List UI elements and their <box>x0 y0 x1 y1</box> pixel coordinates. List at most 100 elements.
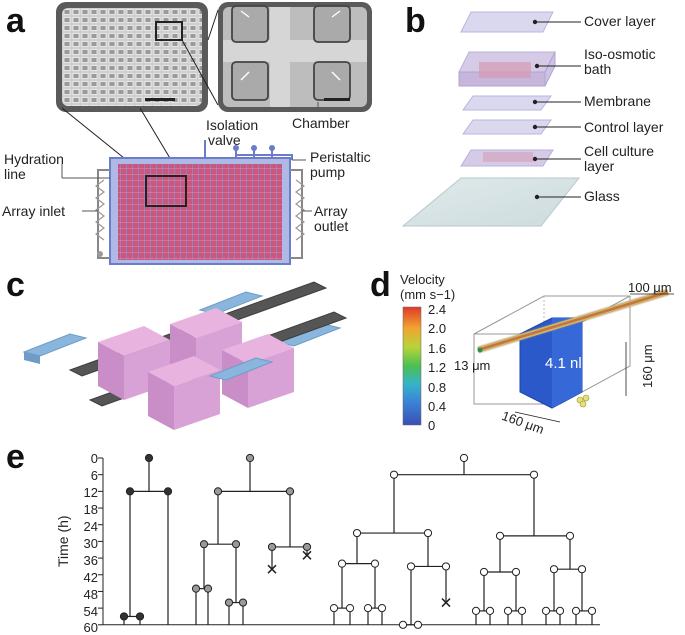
y-tick-18: 18 <box>83 502 98 517</box>
panel-d-diagram <box>402 288 674 426</box>
cell-node <box>363 604 373 613</box>
y-tick-24: 24 <box>83 519 98 534</box>
cell-death-mark <box>267 564 277 574</box>
cell-node <box>329 604 339 613</box>
cell-node <box>119 612 129 621</box>
hydration-line-label: Hydration line <box>4 152 64 182</box>
chamber-label: Chamber <box>292 115 350 131</box>
panel-label-b: b <box>405 2 426 40</box>
layer-label-glass: Glass <box>584 188 620 204</box>
cell-death-mark <box>302 550 312 560</box>
isolation-valve-line1: Isolation <box>206 117 259 133</box>
cell-node <box>517 606 527 616</box>
panel-b-diagram <box>401 11 581 227</box>
colorbar-tick-2-0: 2.0 <box>428 321 447 336</box>
cell-node <box>471 606 481 616</box>
cell-node <box>135 612 145 621</box>
cell-node <box>125 487 135 496</box>
cell-node <box>224 598 234 607</box>
cell-node <box>423 528 433 538</box>
layer-label-bath-line1: Iso-osmotic <box>584 46 656 62</box>
y-tick-48: 48 <box>83 587 98 602</box>
cell-node <box>479 567 489 577</box>
cell-node <box>406 562 416 571</box>
peristaltic-pump-label: Peristaltic pump <box>310 150 371 180</box>
cell-node <box>285 487 295 496</box>
cell-node <box>511 567 521 577</box>
cell-node <box>413 620 423 629</box>
cell-node <box>485 606 495 616</box>
cell-node <box>503 606 513 616</box>
cell-node <box>199 540 209 549</box>
cell-node <box>541 606 551 616</box>
hydration-line-line1: Hydration <box>4 151 64 167</box>
array-outlet-label: Array outlet <box>314 204 348 234</box>
cell-node <box>302 542 312 552</box>
cell-node <box>213 487 223 496</box>
cell-node <box>549 565 559 574</box>
cell-node <box>459 453 469 463</box>
panel-label-a: a <box>6 2 25 40</box>
y-tick-6: 6 <box>90 468 98 483</box>
layer-label-cell-culture: Cell culture layer <box>584 144 654 174</box>
cell-node <box>267 542 277 552</box>
panel-label-d: d <box>370 266 391 304</box>
y-tick-60: 60 <box>83 620 98 635</box>
colorbar-tick-1-2: 1.2 <box>428 360 447 375</box>
cell-node <box>389 470 399 479</box>
cell-node <box>577 565 587 574</box>
cell-node <box>144 453 154 463</box>
cell-node <box>571 606 581 616</box>
layer-label-bath: Iso-osmotic bath <box>584 47 656 77</box>
y-tick-36: 36 <box>83 553 98 568</box>
cell-node <box>587 606 597 616</box>
colorbar-tick-0-8: 0.8 <box>428 380 447 395</box>
cell-node <box>238 598 248 607</box>
cell-node <box>529 470 539 479</box>
cell-node <box>163 487 173 496</box>
array-outlet-line2: outlet <box>314 218 349 234</box>
cell-node <box>565 531 575 540</box>
colorbar-tick-1-6: 1.6 <box>428 341 447 356</box>
cell-node <box>352 528 362 538</box>
colorbar-tick-0-4: 0.4 <box>428 399 447 414</box>
layer-label-control: Control layer <box>584 119 664 135</box>
colorbar-title: Velocity (mm s−1) <box>400 272 455 302</box>
layer-label-cell-culture-line2: layer <box>584 158 615 174</box>
cell-node <box>555 606 565 616</box>
layer-label-bath-line2: bath <box>584 61 612 77</box>
cell-node <box>245 453 255 463</box>
colorbar-title-line1: Velocity <box>400 272 445 287</box>
cell-node <box>377 604 387 613</box>
layer-label-membrane: Membrane <box>584 93 651 109</box>
dimension-right: 160 μm <box>640 344 655 388</box>
isolation-valve-line2: valve <box>208 132 241 148</box>
y-tick-0: 0 <box>90 451 98 466</box>
cell-node <box>231 540 241 549</box>
panel-label-c: c <box>6 266 25 304</box>
peristaltic-pump-line1: Peristaltic <box>310 149 371 165</box>
panel-c-diagram <box>22 281 348 430</box>
dimension-left: 13 μm <box>454 358 491 373</box>
hydration-line-line2: line <box>4 166 26 182</box>
dimension-top: 100 μm <box>628 280 672 295</box>
layer-label-cover: Cover layer <box>584 13 656 29</box>
cell-node <box>203 584 213 593</box>
cell-node <box>345 604 355 613</box>
peristaltic-pump-line2: pump <box>310 164 346 180</box>
colorbar-tick-0: 0 <box>428 418 436 433</box>
colorbar-tick-2-4: 2.4 <box>428 302 447 317</box>
array-outlet-line1: Array <box>314 203 348 219</box>
colorbar <box>402 306 422 426</box>
y-tick-12: 12 <box>83 485 98 500</box>
isolation-valve-label: Isolation valve <box>206 118 258 148</box>
cell-node <box>441 562 451 571</box>
cell-node <box>398 620 408 629</box>
panel-a-diagram <box>56 2 372 265</box>
y-tick-42: 42 <box>83 570 98 585</box>
cell-node <box>337 559 347 568</box>
y-tick-54: 54 <box>83 604 98 619</box>
array-inlet-label: Array inlet <box>2 203 66 219</box>
y-tick-30: 30 <box>83 536 98 551</box>
